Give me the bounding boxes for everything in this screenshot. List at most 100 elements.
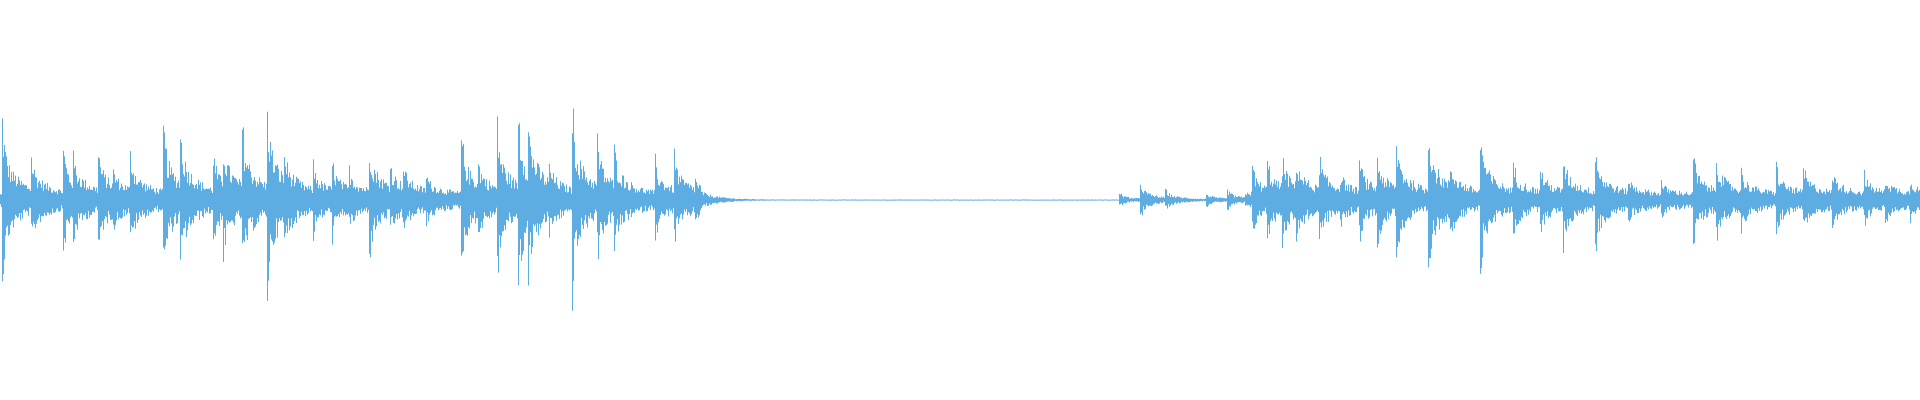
waveform-sample: [572, 133, 573, 311]
waveform-sample: [688, 183, 689, 213]
waveform-sample: [1405, 182, 1406, 221]
waveform-sample: [1365, 182, 1366, 215]
waveform-sample: [253, 180, 254, 231]
waveform-sample: [1224, 198, 1225, 202]
waveform-sample: [498, 157, 499, 273]
waveform-sample: [116, 179, 117, 221]
waveform-sample: [692, 189, 693, 212]
waveform-sample: [790, 199, 791, 201]
waveform-sample: [419, 189, 420, 210]
waveform-sample: [1073, 199, 1074, 201]
waveform-sample: [784, 199, 785, 201]
waveform-sample: [617, 181, 618, 220]
waveform-sample: [219, 174, 220, 227]
waveform-sample: [1557, 186, 1558, 209]
waveform-sample: [362, 190, 363, 213]
waveform-sample: [364, 190, 365, 209]
waveform-sample: [659, 185, 660, 219]
waveform-sample: [730, 198, 731, 202]
waveform-sample: [1214, 196, 1215, 202]
waveform-sample: [1086, 199, 1087, 201]
waveform-sample: [1483, 162, 1484, 224]
waveform-sample: [41, 187, 42, 216]
waveform-sample: [990, 199, 991, 201]
waveform-sample: [493, 187, 494, 212]
waveform-sample: [267, 111, 268, 301]
waveform-sample: [1667, 192, 1668, 207]
waveform-sample: [1320, 156, 1321, 223]
waveform-sample: [1670, 190, 1671, 206]
waveform-sample: [678, 184, 679, 224]
waveform-sample: [895, 199, 896, 201]
waveform-sample: [1494, 178, 1495, 215]
waveform-sample: [986, 199, 987, 201]
waveform-sample: [1232, 193, 1233, 205]
waveform-sample: [1607, 186, 1608, 218]
waveform-sample: [1102, 199, 1103, 201]
waveform-sample: [1282, 176, 1283, 249]
waveform-sample: [1353, 188, 1354, 214]
waveform-sample: [1077, 199, 1078, 201]
waveform-sample: [269, 161, 270, 262]
waveform-sample: [932, 199, 933, 201]
waveform-sample: [1748, 185, 1749, 215]
waveform-sample: [1855, 193, 1856, 211]
waveform-sample: [316, 183, 317, 222]
waveform-sample: [162, 188, 163, 210]
waveform-sample: [1837, 182, 1838, 220]
waveform-sample: [1324, 176, 1325, 219]
waveform-sample: [831, 199, 832, 201]
waveform-sample: [1265, 187, 1266, 208]
waveform-sample: [1000, 199, 1001, 201]
waveform-sample: [1153, 195, 1154, 205]
waveform-sample: [1412, 190, 1413, 211]
waveform-sample: [94, 187, 95, 213]
waveform-sample: [1388, 180, 1389, 220]
waveform-sample: [308, 185, 309, 213]
waveform-sample: [1821, 192, 1822, 213]
waveform-sample: [1318, 187, 1319, 213]
waveform-sample: [1119, 193, 1120, 205]
waveform-sample: [489, 180, 490, 219]
waveform-sample: [1029, 199, 1030, 201]
waveform-sample: [1068, 199, 1069, 201]
waveform-sample: [1289, 175, 1290, 225]
waveform-sample: [1707, 191, 1708, 217]
waveform-sample: [1661, 180, 1662, 214]
waveform-sample: [1116, 199, 1117, 201]
waveform-sample: [1005, 199, 1006, 201]
waveform-sample: [736, 199, 737, 202]
waveform-sample: [483, 178, 484, 219]
waveform-sample: [1476, 192, 1477, 207]
waveform-sample: [993, 199, 994, 201]
waveform-sample: [1454, 184, 1455, 229]
waveform-sample: [1660, 194, 1661, 205]
waveform-sample: [444, 194, 445, 212]
waveform-sample: [522, 161, 523, 255]
waveform-sample: [1703, 184, 1704, 220]
waveform-sample: [1193, 198, 1194, 202]
waveform-sample: [717, 196, 718, 204]
waveform-sample: [1871, 190, 1872, 214]
waveform-sample: [306, 187, 307, 211]
waveform-sample: [1793, 189, 1794, 213]
waveform-sample: [1132, 198, 1133, 202]
waveform-sample: [1261, 191, 1262, 216]
waveform-sample: [1806, 178, 1807, 218]
waveform-sample: [446, 194, 447, 206]
waveform-sample: [626, 181, 627, 211]
waveform-sample: [1137, 198, 1138, 202]
waveform-sample: [648, 189, 649, 208]
waveform-sample: [559, 189, 560, 219]
waveform-sample: [1609, 183, 1610, 218]
waveform-sample: [876, 199, 877, 201]
waveform-sample: [737, 199, 738, 202]
waveform-sample: [686, 182, 687, 210]
waveform-sample: [142, 187, 143, 211]
waveform-sample: [421, 186, 422, 210]
waveform-sample: [651, 190, 652, 206]
waveform-sample: [1141, 189, 1142, 213]
waveform-sample: [1092, 199, 1093, 201]
waveform-sample: [551, 178, 552, 219]
waveform-sample: [578, 175, 579, 240]
